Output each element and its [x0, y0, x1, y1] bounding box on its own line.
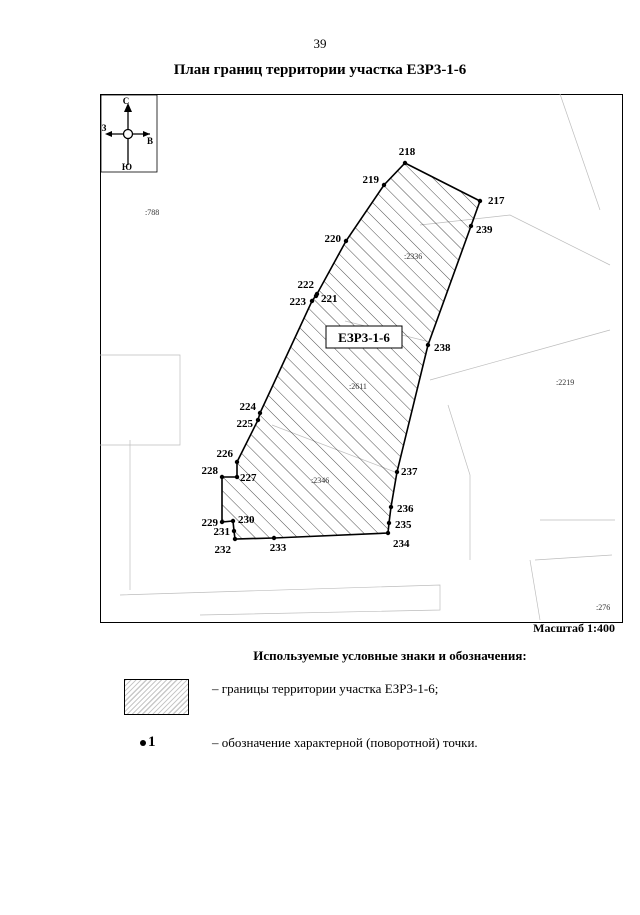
turning-point-marker: [257, 410, 263, 416]
compass-east-label: В: [147, 136, 153, 146]
turning-point-label: 229: [202, 517, 219, 529]
turning-point-label: 222: [298, 279, 315, 291]
turning-point-marker: [255, 417, 261, 423]
turning-point-marker: [425, 342, 431, 348]
turning-point-marker: [234, 474, 240, 480]
turning-point-label: 233: [270, 542, 287, 554]
turning-point-label: 224: [240, 401, 257, 413]
compass-west-label: З: [102, 123, 107, 133]
turning-point-marker: [394, 469, 400, 475]
turning-point-label: 221: [321, 293, 338, 305]
turning-point-marker: [230, 518, 236, 524]
map-frame: [100, 94, 623, 623]
turning-point-marker: [386, 520, 392, 526]
turning-point-label: 238: [434, 342, 451, 354]
turning-point-label: 237: [401, 466, 418, 478]
turning-point-marker: [468, 223, 474, 229]
turning-point-marker: [385, 530, 391, 536]
page-number: 39: [313, 36, 327, 51]
turning-point-label: 218: [399, 146, 416, 158]
legend-point-symbol: 1: [140, 734, 156, 751]
compass-north-label: С: [123, 96, 130, 106]
cadastral-labels: :788 :2336 :2611 :2346 :2219 :276: [145, 208, 610, 612]
turning-point-label: 225: [237, 418, 254, 430]
legend-item-boundary: – границы территории участка ЕЗР3-1-6;: [212, 681, 439, 696]
turning-point-label: 217: [488, 195, 505, 207]
compass-south-label: Ю: [122, 162, 132, 172]
cadastral-label: :2219: [556, 378, 574, 387]
compass-rose: С Ю З В: [100, 94, 158, 173]
turning-point-marker: [231, 528, 237, 534]
turning-point-marker: [343, 238, 349, 244]
map-scale: Масштаб 1:400: [533, 621, 615, 635]
turning-point-label: 239: [476, 224, 493, 236]
turning-point-marker: [381, 182, 387, 188]
legend-title: Используемые условные знаки и обозначени…: [253, 648, 527, 663]
turning-point-marker: [314, 291, 320, 297]
turning-point-marker: [309, 298, 315, 304]
zone-label-text: ЕЗР3-1-6: [338, 330, 390, 345]
legend-point-number: 1: [148, 734, 156, 750]
turning-point-label: 231: [214, 526, 231, 538]
cadastral-label: :276: [596, 603, 610, 612]
turning-point-label: 227: [240, 472, 257, 484]
cadastral-label: :2611: [349, 382, 367, 391]
turning-point-label: 235: [395, 519, 412, 531]
turning-point-label: 228: [202, 465, 219, 477]
turning-point-marker: [271, 535, 277, 541]
cadastral-label: :2346: [311, 476, 329, 485]
legend-item-point: – обозначение характерной (поворотной) т…: [212, 735, 478, 750]
turning-point-marker: [388, 504, 394, 510]
turning-point-label: 219: [363, 174, 380, 186]
parcel-map: С Ю З В ЕЗР3-1-6 :788 :2336 :2611 :2346 …: [100, 94, 615, 621]
turning-point-marker: [477, 198, 483, 204]
legend-hatch-swatch: [124, 679, 189, 715]
turning-point-label: 234: [393, 538, 410, 550]
turning-point-label: 232: [215, 544, 232, 556]
turning-point-label: 220: [325, 233, 342, 245]
turning-point-label: 236: [397, 503, 414, 515]
zone-label: ЕЗР3-1-6: [325, 325, 403, 349]
cadastral-label: :2336: [404, 252, 422, 261]
turning-point-marker: [219, 519, 225, 525]
turning-point-marker: [234, 459, 240, 465]
turning-point-marker: [219, 474, 225, 480]
turning-point-label: 230: [238, 514, 255, 526]
point-marker-icon: [140, 739, 146, 746]
page-title: План границ территории участка ЕЗР3-1-6: [173, 62, 467, 78]
turning-point-label: 226: [217, 448, 234, 460]
turning-point-label: 223: [290, 296, 307, 308]
turning-point-marker: [232, 536, 238, 542]
turning-point-marker: [402, 160, 408, 166]
cadastral-label: :788: [145, 208, 159, 217]
